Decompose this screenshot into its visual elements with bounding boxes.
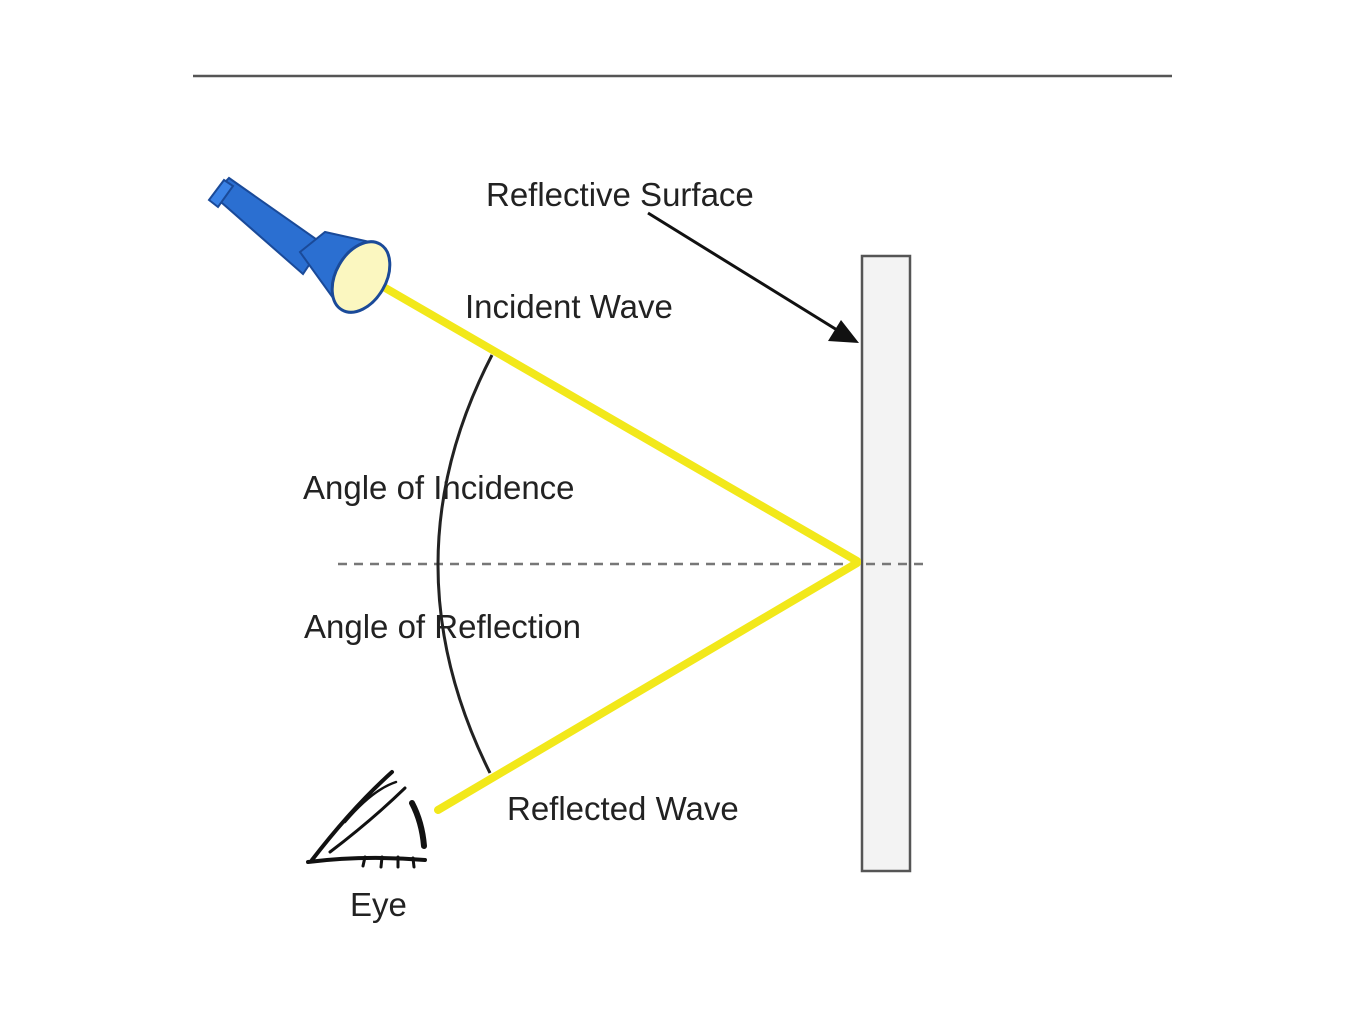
- angle-arc: [436, 354, 494, 774]
- incident-wave-label: Incident Wave: [465, 288, 673, 325]
- reflected-ray: [434, 559, 861, 814]
- reflective-surface-label: Reflective Surface: [486, 176, 754, 213]
- incident-ray: [371, 278, 861, 565]
- flashlight-icon: [207, 176, 392, 314]
- reflected-wave-label: Reflected Wave: [507, 790, 739, 827]
- angle-of-reflection-label: Angle of Reflection: [304, 608, 581, 645]
- eye-label: Eye: [350, 886, 407, 923]
- surface-pointer-arrow: [647, 211, 859, 343]
- eye-icon: [306, 770, 427, 869]
- angle-of-incidence-label: Angle of Incidence: [303, 469, 575, 506]
